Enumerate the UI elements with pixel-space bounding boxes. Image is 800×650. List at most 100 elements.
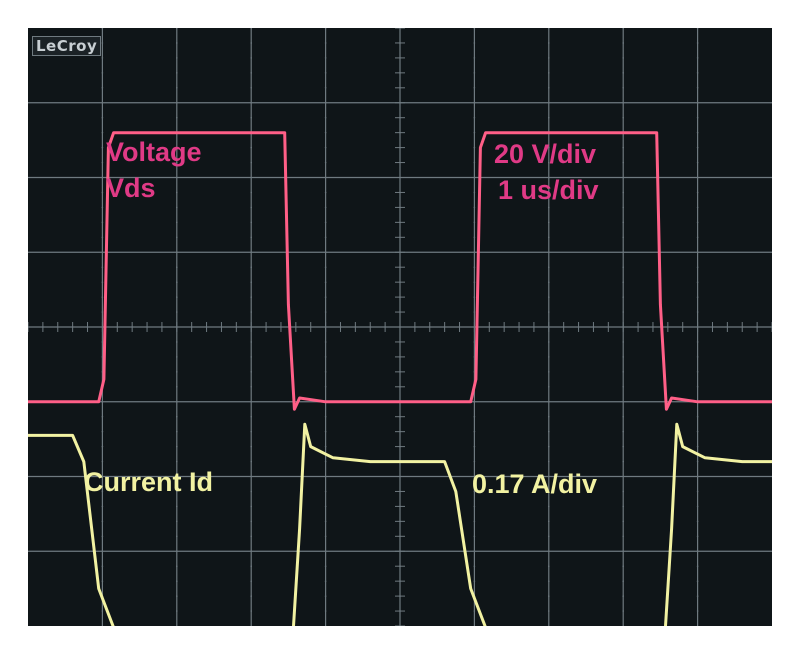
grid-dot — [324, 221, 327, 224]
grid-dot — [101, 72, 104, 74]
grid-dot — [473, 251, 476, 254]
grid-dot — [250, 505, 252, 508]
grid-dot — [324, 326, 327, 328]
grid-dot — [324, 460, 327, 463]
volt-scale-label: 20 V/div — [494, 139, 597, 169]
grid-dot — [324, 445, 327, 448]
grid-dot — [324, 520, 327, 523]
grid-dot — [548, 610, 550, 612]
grid-dot — [176, 266, 178, 268]
grid-dot — [399, 371, 401, 373]
grid-dot — [696, 520, 699, 523]
grid-dot — [399, 415, 401, 418]
grid-dot — [622, 341, 624, 343]
grid-dot — [324, 415, 327, 418]
grid-dot — [548, 550, 550, 553]
grid-dot — [250, 101, 252, 104]
grid-dot — [622, 42, 624, 44]
grid-dot — [176, 176, 178, 179]
grid-dot — [399, 266, 401, 268]
grid-dot — [696, 57, 699, 59]
grid-dot — [101, 28, 104, 29]
grid-dot — [101, 520, 104, 523]
grid-dot — [696, 176, 699, 179]
grid-dot — [250, 490, 252, 493]
grid-dot — [250, 42, 252, 44]
grid-dot — [473, 266, 476, 268]
grid-dot — [622, 101, 624, 104]
current-scale-label: 0.17 A/div — [472, 469, 598, 499]
grid-dot — [622, 430, 624, 433]
grid-dot — [250, 311, 252, 313]
grid-dot — [324, 72, 327, 74]
grid-dot — [622, 580, 624, 582]
grid-dot — [399, 610, 401, 612]
grid-dot — [696, 386, 699, 388]
grid-dot — [399, 341, 401, 343]
grid-dot — [176, 386, 178, 388]
grid-dot — [176, 595, 178, 597]
grid-dot — [548, 176, 550, 179]
grid-dot — [399, 490, 401, 493]
grid-dot — [548, 57, 550, 59]
grid-dot — [473, 101, 476, 104]
grid-dot — [399, 296, 401, 298]
grid-dot — [250, 356, 252, 358]
grid-dot — [473, 535, 476, 538]
grid-dot — [176, 311, 178, 313]
grid-dot — [696, 191, 699, 194]
grid-dot — [399, 72, 401, 74]
grid-dot — [176, 520, 178, 523]
grid-dot — [399, 251, 401, 254]
grid-dot — [101, 535, 104, 538]
grid-dot — [250, 430, 252, 433]
grid-dot — [696, 236, 699, 239]
grid-dot — [176, 116, 178, 119]
grid-dot — [324, 161, 327, 164]
grid-dot — [399, 101, 401, 104]
grid-dot — [176, 57, 178, 59]
grid-dot — [622, 266, 624, 268]
grid-dot — [622, 415, 624, 418]
grid-dot — [696, 42, 699, 44]
grid-dot — [324, 535, 327, 538]
voltage-label-line1: Voltage — [106, 137, 202, 167]
grid-dot — [324, 266, 327, 268]
grid-dot — [324, 505, 327, 508]
grid-dot — [548, 87, 550, 89]
grid-dot — [399, 191, 401, 194]
grid-dot — [250, 415, 252, 418]
grid-dot — [101, 296, 104, 298]
grid-dot — [101, 236, 104, 239]
grid-dot — [101, 610, 104, 612]
grid-dot — [473, 356, 476, 358]
grid-dot — [250, 251, 252, 254]
grid-dot — [324, 595, 327, 597]
grid-dot — [101, 326, 104, 328]
grid-dot — [101, 341, 104, 343]
grid-dot — [622, 535, 624, 538]
grid-dot — [696, 415, 699, 418]
grid-dot — [548, 296, 550, 298]
grid-dot — [250, 475, 252, 478]
grid-dot — [548, 505, 550, 508]
grid-dot — [399, 176, 401, 179]
grid-dot — [250, 206, 252, 209]
grid-dot — [473, 520, 476, 523]
grid-dot — [101, 57, 104, 59]
grid-dot — [622, 57, 624, 59]
grid-dot — [399, 430, 401, 433]
grid-dot — [696, 161, 699, 164]
grid-dot — [622, 161, 624, 164]
grid-dot — [696, 565, 699, 567]
grid-dot — [548, 42, 550, 44]
grid-dot — [473, 311, 476, 313]
grid-dot — [696, 445, 699, 448]
grid-dot — [548, 311, 550, 313]
grid-dot — [548, 116, 550, 119]
grid-dot — [696, 131, 699, 134]
grid-dot — [696, 580, 699, 582]
grid-dot — [101, 460, 104, 463]
grid-dot — [548, 595, 550, 597]
grid-dot — [473, 161, 476, 164]
